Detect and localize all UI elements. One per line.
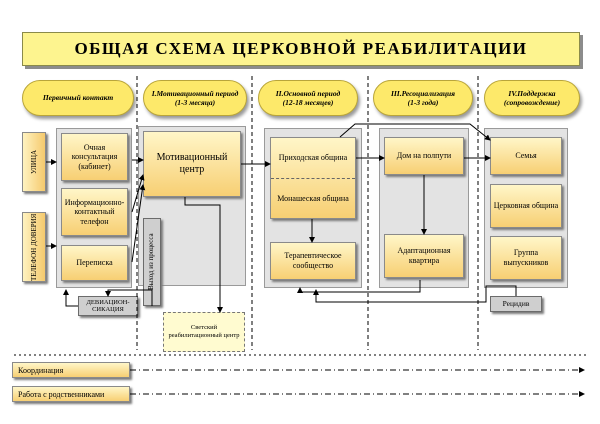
stage-label: IV.Поддержка	[508, 88, 556, 98]
stage-duration: (сопровождение)	[503, 98, 561, 107]
contact-box-phone: Информационно-контактный телефон	[61, 188, 128, 236]
relatives-work-box: Работа с родственниками	[12, 386, 130, 402]
stage-label: I.Мотивационный период	[151, 88, 239, 98]
stage-duration: (1-3 месяца)	[174, 98, 216, 107]
stage-support: IV.Поддержка(сопровождение)	[484, 80, 580, 116]
hotline-tab: ТЕЛЕФОН ДОВЕРИЯ	[22, 212, 46, 282]
church-community-box: Церковная община	[490, 184, 562, 228]
community-box: Приходская община Монашеская община	[270, 137, 356, 219]
secular-center-box: Светский реабилитационный центр	[163, 312, 245, 352]
therapeutic-community-box: Терапевтическое сообщество	[270, 242, 356, 280]
contact-box-consultation: Очная консультация (кабинет)	[61, 133, 128, 181]
diagram-title: ОБЩАЯ СХЕМА ЦЕРКОВНОЙ РЕАБИЛИТАЦИИ	[22, 32, 580, 66]
relapse-box: Рецидив	[490, 296, 542, 312]
monastic-community: Монашеская община	[277, 194, 349, 204]
stage-duration: (12-18 месяцев)	[282, 98, 334, 107]
coordination-box: Координация	[12, 362, 130, 378]
stage-label: III.Ресоциализация	[390, 88, 456, 98]
street-tab: УЛИЦА	[22, 132, 46, 192]
contact-box-correspondence: Переписка	[61, 245, 128, 281]
stage-dividers	[136, 76, 479, 350]
stage-main: II.Основной период(12-18 месяцев)	[258, 80, 358, 116]
motivation-center-box: Мотивационный центр	[143, 131, 241, 197]
alumni-group-box: Группа выпускников	[490, 236, 562, 280]
parish-community: Приходская община	[271, 138, 355, 179]
stage-label: II.Основной период	[275, 88, 341, 98]
stage-primary-contact: Первичный контакт	[22, 80, 134, 116]
adaptation-apartment-box: Адаптационная квартира	[384, 234, 464, 278]
family-box: Семья	[490, 137, 562, 175]
stage-resocialization: III.Ресоциализация(1-3 года)	[373, 80, 473, 116]
stage-label: Первичный контакт	[42, 93, 114, 103]
stage-duration: (1-3 года)	[407, 98, 439, 107]
stage-motivation: I.Мотивационный период(1-3 месяца)	[143, 80, 247, 116]
